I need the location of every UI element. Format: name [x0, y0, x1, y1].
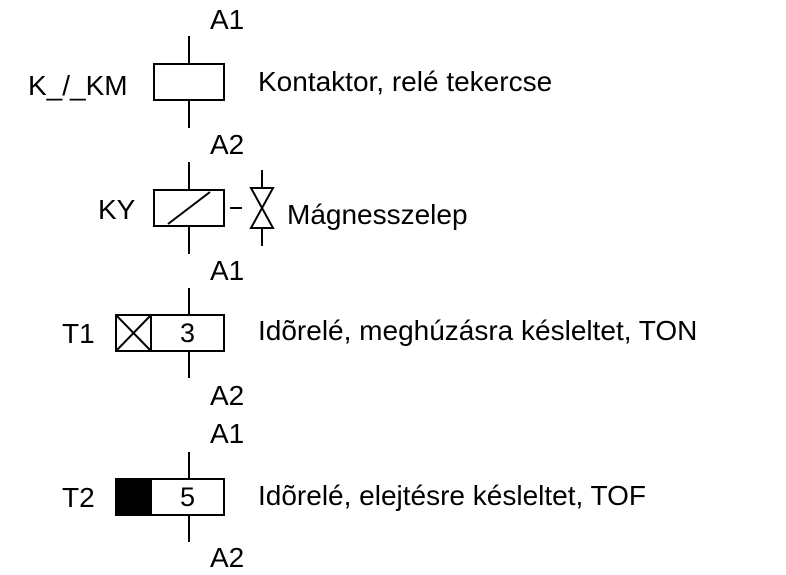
t1-description: Idõrelé, meghúzásra késleltet, TON	[258, 315, 698, 346]
t1-terminal-a2: A2	[210, 380, 245, 411]
t1-cross-b	[115, 314, 152, 352]
solenoid-coil-diagonal	[167, 191, 211, 225]
contactor-terminal-a2: A2	[210, 129, 245, 160]
t2-delay-value: 5	[180, 482, 196, 512]
contactor-description: Kontaktor, relé tekercse	[258, 66, 553, 97]
t1-delay-value: 3	[180, 318, 196, 348]
t2-terminal-a2: A2	[210, 542, 245, 573]
solenoid-designation: KY	[98, 194, 136, 225]
t2-filled-block	[115, 478, 152, 516]
t1-coil-symbol	[115, 314, 225, 352]
valve-icon	[249, 187, 275, 229]
t2-terminal-a1: A1	[210, 418, 245, 449]
contactor-designation: K_/_KM	[28, 70, 128, 101]
t2-description: Idõrelé, elejtésre késleltet, TOF	[258, 480, 647, 511]
contactor-coil-symbol	[153, 63, 225, 101]
contactor-terminal-a1: A1	[210, 4, 245, 35]
t1-designation: T1	[62, 318, 95, 349]
t2-designation: T2	[62, 482, 95, 513]
solenoid-description: Mágnesszelep	[287, 199, 468, 230]
t1-terminal-a1: A1	[210, 255, 245, 286]
